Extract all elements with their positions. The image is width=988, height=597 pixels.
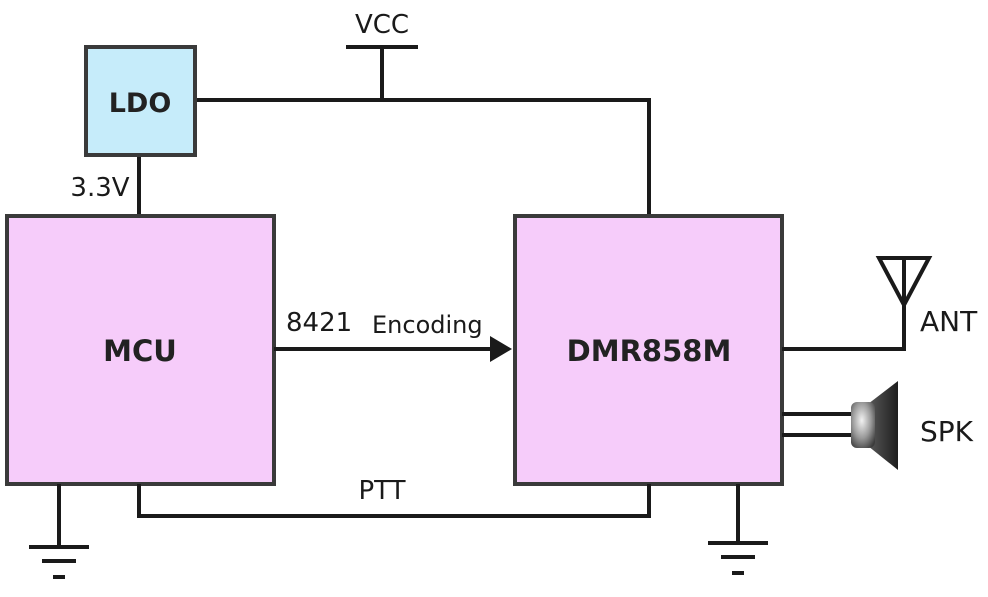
ground-icon — [708, 484, 768, 575]
mcu-box — [5, 214, 276, 486]
speaker-icon — [851, 381, 898, 470]
arrow-head-icon — [490, 336, 512, 362]
encoding-signal: 8421 Encoding — [274, 308, 512, 362]
power-rail-wire — [194, 98, 651, 218]
dmr-box — [513, 214, 784, 486]
ptt-label: PTT — [359, 476, 406, 506]
ldo-label: LDO — [109, 88, 172, 119]
encoding-num-label: 8421 — [286, 308, 352, 338]
ptt-signal: PTT — [137, 476, 651, 518]
ldo-block: LDO — [84, 45, 197, 157]
vcc-label: VCC — [355, 10, 409, 40]
ground-icon — [29, 484, 89, 579]
encoding-text-label: Encoding — [372, 311, 483, 339]
vcc-symbol: VCC — [346, 10, 418, 102]
dmr-label: DMR858M — [567, 334, 732, 368]
ant-label: ANT — [920, 305, 978, 338]
spk-label: SPK — [920, 415, 974, 448]
dmr-block: DMR858M — [513, 214, 784, 486]
antenna-icon — [782, 256, 933, 351]
speaker-wires — [782, 412, 856, 437]
v33-label: 3.3V — [70, 173, 129, 203]
ldo-box — [84, 45, 197, 157]
mcu-label: MCU — [103, 334, 177, 368]
mcu-block: MCU — [5, 214, 276, 486]
ptt-wire — [137, 484, 651, 518]
